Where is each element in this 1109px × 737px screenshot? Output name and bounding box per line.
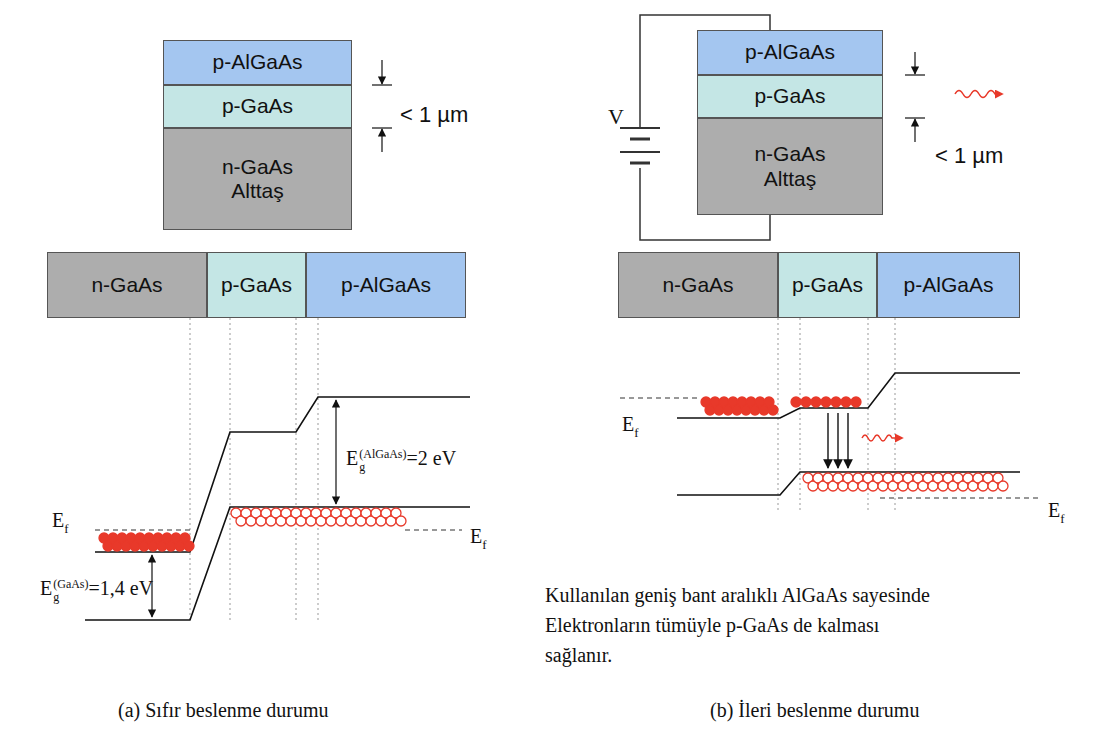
- layer-box: n-GaAs Alttaş: [697, 118, 883, 215]
- band-edges: [677, 373, 1020, 495]
- note-text: Kullanılan geniş bant aralıklı AlGaAs sa…: [545, 580, 935, 670]
- thickness-dimension: [905, 52, 925, 142]
- electron: [831, 397, 841, 407]
- electron: [851, 397, 861, 407]
- carriers: [99, 508, 406, 551]
- fermi-level: [620, 398, 1040, 498]
- label-text: (b) İleri beslenme durumu: [710, 699, 919, 721]
- fermi-label: Ef: [52, 510, 69, 530]
- thickness-dimension: [372, 60, 392, 152]
- electron: [811, 397, 821, 407]
- layer-box: n-GaAs: [618, 252, 778, 318]
- label-text: (GaAs): [53, 578, 88, 591]
- band-edges: [85, 397, 470, 620]
- caption: (a) Sıfır beslenme durumu: [118, 700, 329, 720]
- layer-name: p-AlGaAs: [904, 273, 994, 297]
- battery-symbol: [620, 128, 660, 163]
- label-text: =1,4 eV: [89, 577, 154, 599]
- electron: [841, 397, 851, 407]
- label-text: < 1 µm: [935, 143, 1003, 168]
- label-text: Kullanılan geniş bant aralıklı AlGaAs sa…: [545, 584, 930, 666]
- layer-box: p-AlGaAs: [306, 252, 466, 318]
- label-text: g: [359, 461, 406, 474]
- light-emission: [955, 91, 1002, 98]
- layer-name: p-GaAs: [221, 273, 292, 297]
- fermi-label: Ef: [622, 414, 639, 434]
- layer-name: p-AlGaAs: [341, 273, 431, 297]
- bandgap-label: E(GaAs)g=1,4 eV: [40, 578, 153, 603]
- layer-box: n-GaAs: [47, 252, 207, 318]
- recombination-arrows: [828, 413, 848, 468]
- layer-box: p-GaAs: [697, 75, 883, 118]
- electron: [801, 397, 811, 407]
- light-emission: [862, 435, 902, 441]
- guide-lines: [778, 318, 895, 512]
- layer-name: n-GaAs Alttaş: [203, 155, 313, 203]
- electron: [184, 541, 194, 551]
- layer-box: p-AlGaAs: [697, 30, 883, 75]
- fermi-label: Ef: [1048, 500, 1065, 520]
- bandgap-arrow: [152, 400, 336, 617]
- label-text: =2 eV: [407, 447, 457, 469]
- layer-name: n-GaAs: [91, 273, 162, 297]
- layer-name: n-GaAs Alttaş: [735, 142, 845, 190]
- layer-name: n-GaAs: [662, 273, 733, 297]
- label-text: E: [52, 509, 64, 531]
- layer-name: p-GaAs: [222, 94, 293, 118]
- sub-sup: (AlGaAs)g: [359, 448, 406, 473]
- bandgap-label: E(AlGaAs)g=2 eV: [346, 448, 456, 473]
- label-text: (AlGaAs): [359, 448, 406, 461]
- label-text: E: [40, 577, 52, 599]
- label-text: < 1 µm: [400, 102, 468, 127]
- layer-name: p-AlGaAs: [213, 50, 303, 74]
- layer-box: p-GaAs: [163, 85, 352, 128]
- electron: [821, 397, 831, 407]
- layer-box: p-GaAs: [207, 252, 306, 318]
- caption: (b) İleri beslenme durumu: [710, 700, 919, 720]
- electron: [768, 405, 778, 415]
- guide-lines: [190, 318, 318, 620]
- fermi-level: [95, 529, 462, 530]
- layer-name: p-AlGaAs: [745, 40, 835, 64]
- label-text: (a) Sıfır beslenme durumu: [118, 699, 329, 721]
- label-text: V: [608, 104, 624, 129]
- label-text: f: [634, 425, 638, 440]
- label-text: f: [482, 537, 486, 552]
- electron: [791, 397, 801, 407]
- layer-box: n-GaAs Alttaş: [163, 128, 352, 230]
- dimension-label: < 1 µm: [400, 104, 468, 126]
- layer-name: p-GaAs: [754, 84, 825, 108]
- label-text: E: [622, 413, 634, 435]
- layer-box: p-GaAs: [778, 252, 877, 318]
- label-text: g: [53, 591, 88, 604]
- hole: [998, 481, 1008, 491]
- carriers: [701, 397, 1008, 491]
- label-text: E: [346, 447, 358, 469]
- label-text: f: [1060, 511, 1064, 526]
- label-text: f: [64, 521, 68, 536]
- dimension-label: < 1 µm: [935, 145, 1003, 167]
- label-text: E: [1048, 499, 1060, 521]
- layer-box: p-AlGaAs: [877, 252, 1020, 318]
- sub-sup: (GaAs)g: [53, 578, 88, 603]
- layer-box: p-AlGaAs: [163, 40, 352, 85]
- layer-name: p-GaAs: [792, 273, 863, 297]
- hole: [396, 516, 406, 526]
- voltage-label: V: [608, 106, 624, 128]
- fermi-label: Ef: [470, 526, 487, 546]
- label-text: E: [470, 525, 482, 547]
